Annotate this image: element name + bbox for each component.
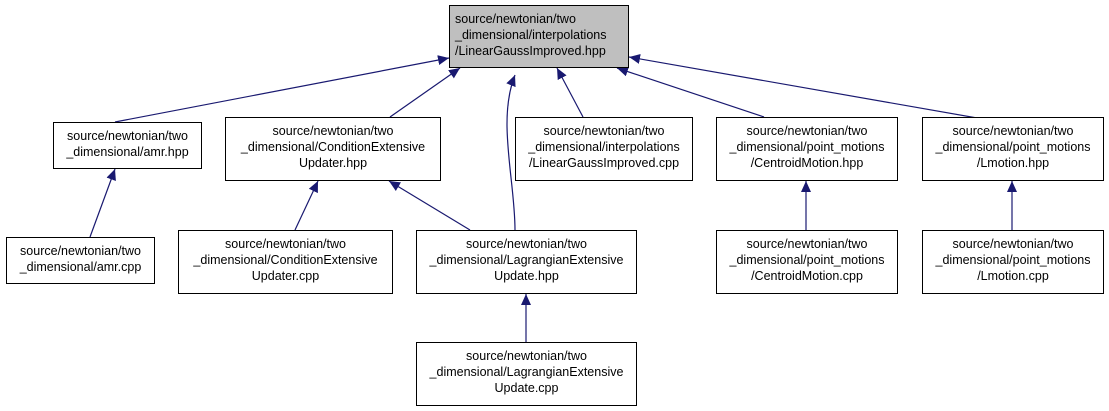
node-root-linear-gauss-improved-hpp[interactable]: source/newtonian/two _dimensional/interp… bbox=[449, 5, 629, 68]
edge-lag_hpp-to-cond_hpp bbox=[388, 180, 471, 231]
edge-lag_hpp-to-root bbox=[506, 74, 516, 231]
node-line: source/newtonian/two bbox=[466, 349, 587, 363]
node-line: _dimensional/ConditionExtensive bbox=[240, 140, 426, 154]
edge-cond_hpp-to-root bbox=[389, 67, 461, 118]
node-line: source/newtonian/two bbox=[67, 129, 188, 143]
node-line: source/newtonian/two bbox=[455, 12, 576, 26]
node-line: source/newtonian/two bbox=[746, 124, 868, 138]
node-line: _dimensional/interpolations bbox=[455, 28, 607, 42]
edge-amr_cpp-to-amr_hpp bbox=[89, 168, 116, 238]
node-condition-extensive-updater-cpp[interactable]: source/newtonian/two _dimensional/Condit… bbox=[178, 230, 393, 294]
node-line: _dimensional/point_motions bbox=[729, 140, 885, 154]
node-linear-gauss-improved-cpp[interactable]: source/newtonian/two _dimensional/interp… bbox=[515, 117, 693, 181]
edge-amr_hpp-to-root bbox=[114, 55, 450, 123]
node-line: source/newtonian/two bbox=[746, 237, 868, 251]
node-line: /CentroidMotion.hpp bbox=[750, 156, 864, 170]
node-line: /LinearGaussImproved.hpp bbox=[455, 44, 606, 58]
node-condition-extensive-updater-hpp[interactable]: source/newtonian/two _dimensional/Condit… bbox=[225, 117, 441, 181]
node-line: Update.hpp bbox=[494, 269, 559, 283]
node-line: _dimensional/LagrangianExtensive bbox=[429, 253, 624, 267]
node-line: /Lmotion.cpp bbox=[977, 269, 1049, 283]
node-line: source/newtonian/two bbox=[952, 237, 1074, 251]
node-centroid-motion-cpp[interactable]: source/newtonian/two _dimensional/point_… bbox=[716, 230, 898, 294]
edge-lgi_cpp-to-root bbox=[556, 67, 584, 118]
node-line: source/newtonian/two bbox=[543, 124, 665, 138]
node-line: _dimensional/point_motions bbox=[935, 140, 1091, 154]
node-line: _dimensional/point_motions bbox=[729, 253, 885, 267]
node-line: _dimensional/amr.cpp bbox=[19, 260, 142, 274]
node-line: Updater.cpp bbox=[251, 269, 320, 283]
node-line: source/newtonian/two bbox=[466, 237, 587, 251]
node-line: _dimensional/point_motions bbox=[935, 253, 1091, 267]
node-line: Updater.hpp bbox=[298, 156, 368, 170]
node-line: source/newtonian/two bbox=[20, 244, 141, 258]
node-line: /LinearGaussImproved.cpp bbox=[528, 156, 680, 170]
node-line: Update.cpp bbox=[494, 381, 559, 395]
node-line: /Lmotion.hpp bbox=[976, 156, 1050, 170]
node-line: _dimensional/ConditionExtensive bbox=[193, 253, 378, 267]
node-centroid-motion-hpp[interactable]: source/newtonian/two _dimensional/point_… bbox=[716, 117, 898, 181]
node-line: /CentroidMotion.cpp bbox=[751, 269, 863, 283]
node-amr-hpp[interactable]: source/newtonian/two _dimensional/amr.hp… bbox=[53, 122, 202, 169]
node-lagrangian-extensive-update-cpp[interactable]: source/newtonian/two _dimensional/Lagran… bbox=[416, 342, 637, 406]
node-line: source/newtonian/two bbox=[952, 124, 1074, 138]
edge-cond_cpp-to-cond_hpp bbox=[294, 180, 319, 231]
node-line: source/newtonian/two bbox=[225, 237, 346, 251]
node-lagrangian-extensive-update-hpp[interactable]: source/newtonian/two _dimensional/Lagran… bbox=[416, 230, 637, 294]
node-line: source/newtonian/two bbox=[272, 124, 394, 138]
node-line: _dimensional/amr.hpp bbox=[66, 145, 189, 159]
node-line: _dimensional/interpolations bbox=[528, 140, 680, 154]
node-line: _dimensional/LagrangianExtensive bbox=[429, 365, 624, 379]
node-lmotion-hpp[interactable]: source/newtonian/two _dimensional/point_… bbox=[922, 117, 1104, 181]
edge-lmotion_hpp-to-root bbox=[628, 53, 1001, 123]
node-amr-cpp[interactable]: source/newtonian/two _dimensional/amr.cp… bbox=[6, 237, 155, 284]
edge-centroid_hpp-to-root bbox=[616, 66, 765, 118]
node-lmotion-cpp[interactable]: source/newtonian/two _dimensional/point_… bbox=[922, 230, 1104, 294]
